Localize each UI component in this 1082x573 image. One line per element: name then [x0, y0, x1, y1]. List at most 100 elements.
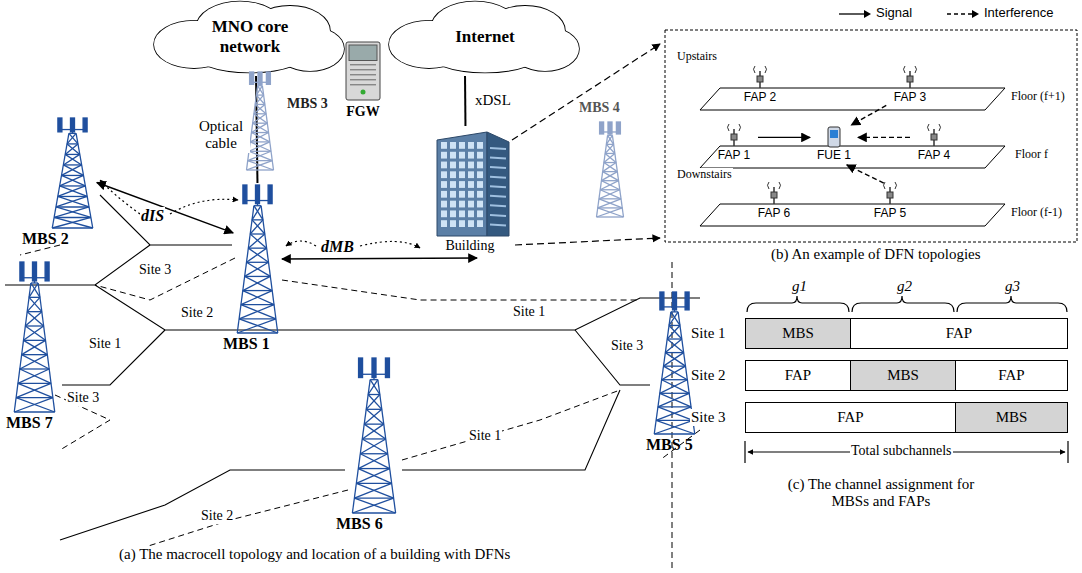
femto-access-point: FAP 4	[912, 126, 956, 164]
channel-cell-mbs: MBS	[955, 402, 1068, 433]
channel-cell-fap: FAP	[745, 402, 956, 433]
cell-label: FAP	[946, 325, 972, 342]
station-label: MBS 4	[579, 100, 620, 116]
macro-base-station: MBS 1	[235, 185, 280, 333]
figure-caption: (a) The macrocell topology and location …	[118, 546, 511, 563]
annotation: g3	[1004, 278, 1021, 295]
femto-access-point: FAP 2	[738, 68, 782, 106]
signal-arrow	[758, 137, 810, 138]
site-label: Site 2	[180, 305, 214, 321]
channel-cell-fap: FAP	[850, 318, 1068, 349]
legend-sample-line	[839, 13, 864, 14]
inset-frame	[665, 30, 1077, 242]
site-label: Site 2	[690, 367, 727, 384]
node-label: FAP 5	[874, 207, 906, 221]
site-label: Site 3	[66, 390, 100, 406]
site-label: Site 2	[200, 508, 234, 524]
cell-label: MBS	[782, 325, 814, 342]
macro-base-station: MBS 4	[595, 122, 625, 217]
interference-arrow	[851, 105, 886, 125]
cell-label: MBS	[996, 409, 1028, 426]
cell-boundaries	[5, 195, 700, 540]
annotation: Floor f	[1014, 148, 1049, 162]
femto-access-point: FAP 1	[712, 126, 756, 164]
channel-cell-mbs: MBS	[745, 318, 851, 349]
legend-sample	[838, 6, 872, 22]
macro-base-station: MBS 7	[12, 262, 57, 412]
group-braces	[747, 296, 1067, 312]
node-label: FUE 1	[817, 149, 851, 163]
edge-label: xDSL	[474, 92, 512, 109]
site-label: Site 1	[468, 428, 502, 444]
interference-arrow	[858, 137, 910, 138]
floor-slabs	[700, 88, 1005, 226]
node-label: Building	[445, 238, 494, 254]
node-label: FAP 4	[918, 149, 950, 163]
station-label: MBS 6	[336, 515, 383, 533]
gateway-server: FGW	[340, 40, 386, 124]
zoom-lines	[512, 44, 660, 245]
site-label: Site 1	[512, 304, 546, 320]
station-label: MBS 7	[6, 414, 53, 432]
network-cloud: MNO core network	[150, 0, 350, 74]
site-label: Site 3	[610, 338, 644, 354]
legend-sample	[946, 6, 980, 22]
site-label: Site 3	[138, 262, 172, 278]
annotation: g1	[791, 278, 808, 295]
figure-caption: (c) The channel assignment for MBSs and …	[770, 476, 992, 511]
femto-user-equipment: FUE 1	[812, 126, 856, 164]
node-label: FAP 1	[718, 149, 750, 163]
signal-arrow	[282, 257, 477, 259]
node-label: FAP 2	[744, 91, 776, 105]
node-label: Internet	[455, 27, 514, 47]
station-label: MBS 5	[646, 436, 693, 454]
figure-caption: (b) An example of DFN topologies	[770, 246, 982, 263]
cell-label: FAP	[785, 367, 811, 384]
node-label: MNO core network	[195, 17, 305, 56]
distance-arcs	[100, 180, 420, 248]
legend-sample-line	[947, 13, 972, 14]
node-label: FAP 6	[758, 207, 790, 221]
interference-arrow	[847, 165, 884, 183]
cell-label: FAP	[837, 409, 863, 426]
edge-label: dIS	[140, 207, 165, 225]
edge-label: dMB	[320, 238, 355, 256]
cell-label: FAP	[998, 367, 1024, 384]
network-cloud: Internet	[385, 0, 585, 74]
channel-cell-fap: FAP	[745, 360, 851, 391]
edge-label: Optical cable	[192, 118, 250, 153]
annotation: Downstairs	[676, 168, 733, 182]
annotation: Total subchannels	[850, 443, 953, 459]
site-label: Site 1	[690, 325, 727, 342]
macro-base-station: MBS 2	[50, 118, 95, 228]
femto-access-point: FAP 6	[752, 184, 796, 222]
link-line	[464, 76, 466, 126]
building: Building	[425, 128, 515, 258]
signal-arrow	[97, 183, 233, 233]
channel-cell-fap: FAP	[955, 360, 1068, 391]
node-label: FAP 3	[894, 91, 926, 105]
node-label: FGW	[346, 104, 379, 120]
annotation: Upstairs	[676, 50, 718, 64]
legend-sample-head	[972, 10, 979, 18]
annotation: g2	[896, 278, 913, 295]
femto-access-point: FAP 5	[868, 184, 912, 222]
legend-text: Signal	[876, 6, 912, 21]
sector-boundaries	[20, 245, 700, 555]
site-label: Site 3	[690, 409, 727, 426]
legend-text: Interference	[984, 6, 1053, 21]
total-dimension	[745, 441, 1068, 463]
femto-access-point: FAP 3	[888, 68, 932, 106]
legend-sample-head	[864, 10, 871, 18]
annotation: Floor (f-1)	[1010, 206, 1063, 220]
site-label: Site 1	[88, 336, 122, 352]
station-label: MBS 1	[223, 335, 270, 353]
legend-item: Interference	[946, 6, 1076, 22]
macro-base-station: MBS 6	[350, 358, 398, 513]
station-label: MBS 3	[287, 96, 328, 112]
annotation: Floor (f+1)	[1010, 90, 1066, 104]
cell-label: MBS	[887, 367, 919, 384]
station-label: MBS 2	[22, 230, 69, 248]
channel-cell-mbs: MBS	[850, 360, 956, 391]
